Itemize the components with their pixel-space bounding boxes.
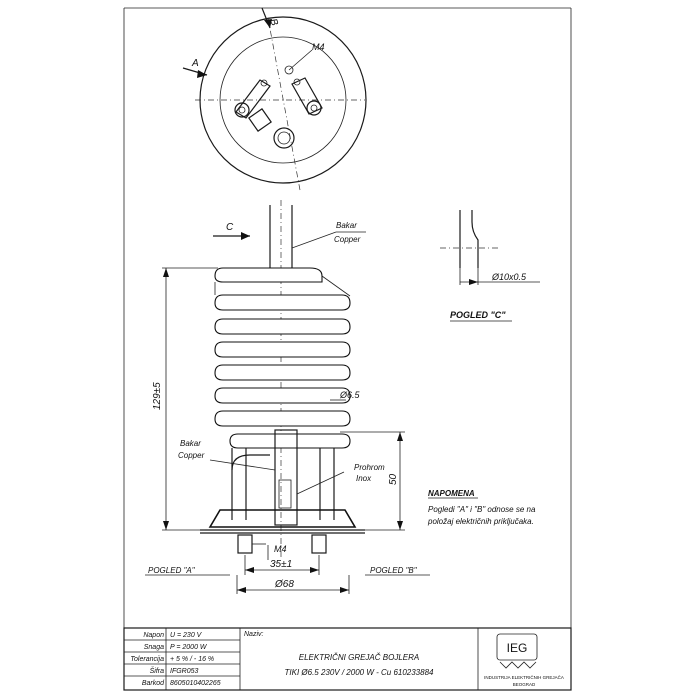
copper-bottom-label-en: Copper (178, 451, 205, 460)
detail-view-title: POGLED "C" (450, 310, 506, 320)
logo-text: IEG (507, 641, 528, 655)
row-label-power: Snaga (144, 644, 164, 651)
note-title: NAPOMENA (428, 489, 475, 498)
row-label-voltage: Napon (143, 632, 164, 639)
note-line-2: položaj električnih priključaka. (427, 517, 534, 526)
copper-top-label-en: Copper (334, 235, 361, 244)
pipe-diameter-label: Ø6.5 (339, 390, 361, 400)
note-line-1: Pogledi "A" i "B" odnose se na (428, 505, 536, 514)
view-a-caption: POGLED "A" (148, 566, 196, 575)
top-right-terminal (291, 77, 323, 116)
terminal-thread-label: M4 (274, 544, 287, 554)
product-name-line-1: ELEKTRIČNI GREJAČ BOJLERA (299, 653, 419, 662)
row-label-code: Šifra (150, 666, 165, 675)
company-logo: IEG (496, 633, 538, 669)
copper-top-label: Bakar (336, 221, 357, 230)
base-diameter-label: Ø68 (274, 579, 294, 590)
view-b-arrow: B (261, 7, 280, 29)
flange-base (200, 509, 365, 554)
detail-diameter-label: Ø10x0.5 (491, 272, 527, 282)
top-thread-label: M4 (312, 42, 325, 52)
height-dimension: 129±5 (152, 267, 218, 531)
company-city: BEOGRAD (513, 682, 536, 687)
row-value-voltage: U = 230 V (170, 632, 203, 639)
inox-label: Prohrom (354, 463, 385, 472)
view-b-letter: B (267, 17, 280, 27)
terminal-spacing-dimension: 35±1 (244, 555, 320, 575)
top-left-terminal (234, 79, 271, 119)
view-c-letter: C (226, 222, 234, 233)
row-value-tolerance: + 5 % / - 16 % (170, 656, 214, 663)
inox-length-dimension: 50 (340, 431, 405, 531)
view-b-caption: POGLED "B" (370, 566, 418, 575)
view-a-arrow: A (182, 58, 208, 78)
company-name: INDUSTRIJA ELEKTRIČNIH GREJAČA (484, 674, 564, 680)
naziv-label: Naziv: (244, 631, 264, 638)
terminal-spacing-label: 35±1 (270, 559, 292, 570)
note-block: NAPOMENA Pogledi "A" i "B" odnose se na … (427, 489, 536, 526)
inox-label-en: Inox (356, 474, 372, 483)
height-dimension-label: 129±5 (152, 382, 163, 410)
base-diameter-dimension: Ø68 (236, 575, 350, 594)
inox-length-label: 50 (388, 473, 399, 485)
row-label-tolerance: Tolerancija (130, 656, 164, 663)
side-view: C Bakar Copper Ø6.5 Bakar Copper Prohrom… (145, 200, 430, 594)
view-a-letter: A (191, 58, 199, 69)
heating-coils (214, 267, 351, 449)
title-block: Napon U = 230 V Snaga P = 2000 W Toleran… (123, 627, 572, 691)
detail-view-c: Ø10x0.5 POGLED "C" (440, 210, 540, 322)
row-label-barcode: Barkod (142, 680, 165, 687)
row-value-code: IFGR053 (170, 668, 199, 675)
copper-bottom-label: Bakar (180, 439, 201, 448)
view-c-arrow: C (213, 222, 250, 240)
row-value-barcode: 8605010402265 (170, 680, 221, 687)
product-name-line-2: TIKI Ø6.5 230V / 2000 W - Cu 610233884 (285, 668, 435, 677)
row-value-power: P = 2000 W (170, 644, 208, 651)
top-view: A B M4 (182, 7, 367, 191)
